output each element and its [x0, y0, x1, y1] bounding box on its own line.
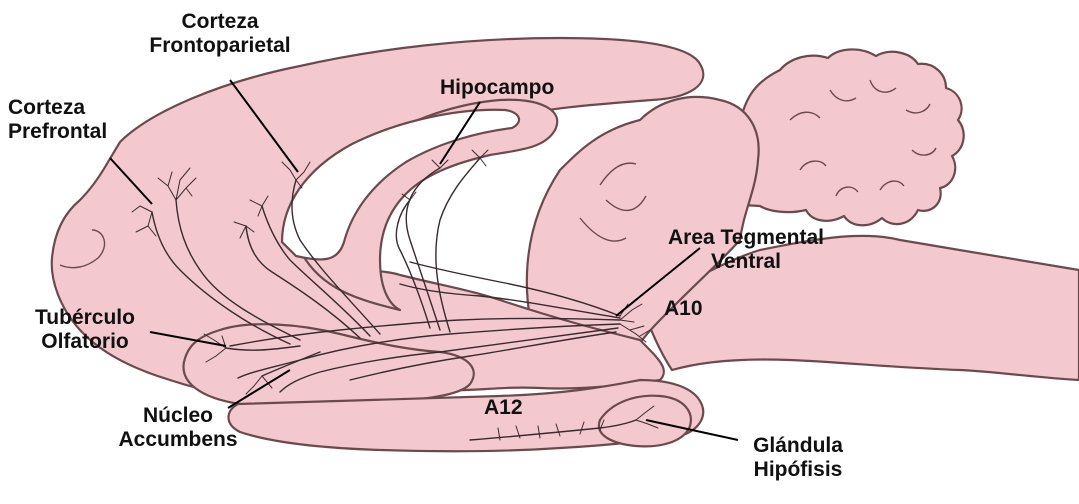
label-nucleo-accumbens-line2: Accumbens — [98, 428, 258, 452]
label-area-tegmental-ventral-line1: Area Tegmental — [656, 226, 836, 250]
label-glandula-hipofisis: Glándula Hipófisis — [728, 434, 868, 482]
label-tuberculo-olfatorio: Tubérculo Olfatorio — [20, 306, 150, 354]
label-hipocampo: Hipocampo — [440, 76, 590, 100]
label-area-tegmental-ventral: Area Tegmental Ventral — [656, 226, 836, 274]
cerebellum-shape — [738, 49, 963, 225]
label-a10-line1: A10 — [664, 297, 724, 321]
label-a12-line1: A12 — [484, 396, 544, 420]
label-corteza-prefrontal-line2: Prefrontal — [8, 120, 148, 144]
label-nucleo-accumbens-line1: Núcleo — [98, 404, 258, 428]
label-hipocampo-line1: Hipocampo — [440, 76, 590, 100]
label-tuberculo-olfatorio-line2: Olfatorio — [20, 330, 150, 354]
label-corteza-frontoparietal-line1: Corteza — [140, 10, 300, 34]
label-a10: A10 — [664, 297, 724, 321]
label-nucleo-accumbens: Núcleo Accumbens — [98, 404, 258, 452]
label-corteza-frontoparietal: Corteza Frontoparietal — [140, 10, 300, 58]
label-glandula-hipofisis-line2: Hipófisis — [728, 458, 868, 482]
label-glandula-hipofisis-line1: Glándula — [728, 434, 868, 458]
label-corteza-prefrontal-line1: Corteza — [8, 96, 148, 120]
label-area-tegmental-ventral-line2: Ventral — [656, 250, 836, 274]
label-corteza-prefrontal: Corteza Prefrontal — [8, 96, 148, 144]
label-a12: A12 — [484, 396, 544, 420]
label-corteza-frontoparietal-line2: Frontoparietal — [140, 34, 300, 58]
label-tuberculo-olfatorio-line1: Tubérculo — [20, 306, 150, 330]
